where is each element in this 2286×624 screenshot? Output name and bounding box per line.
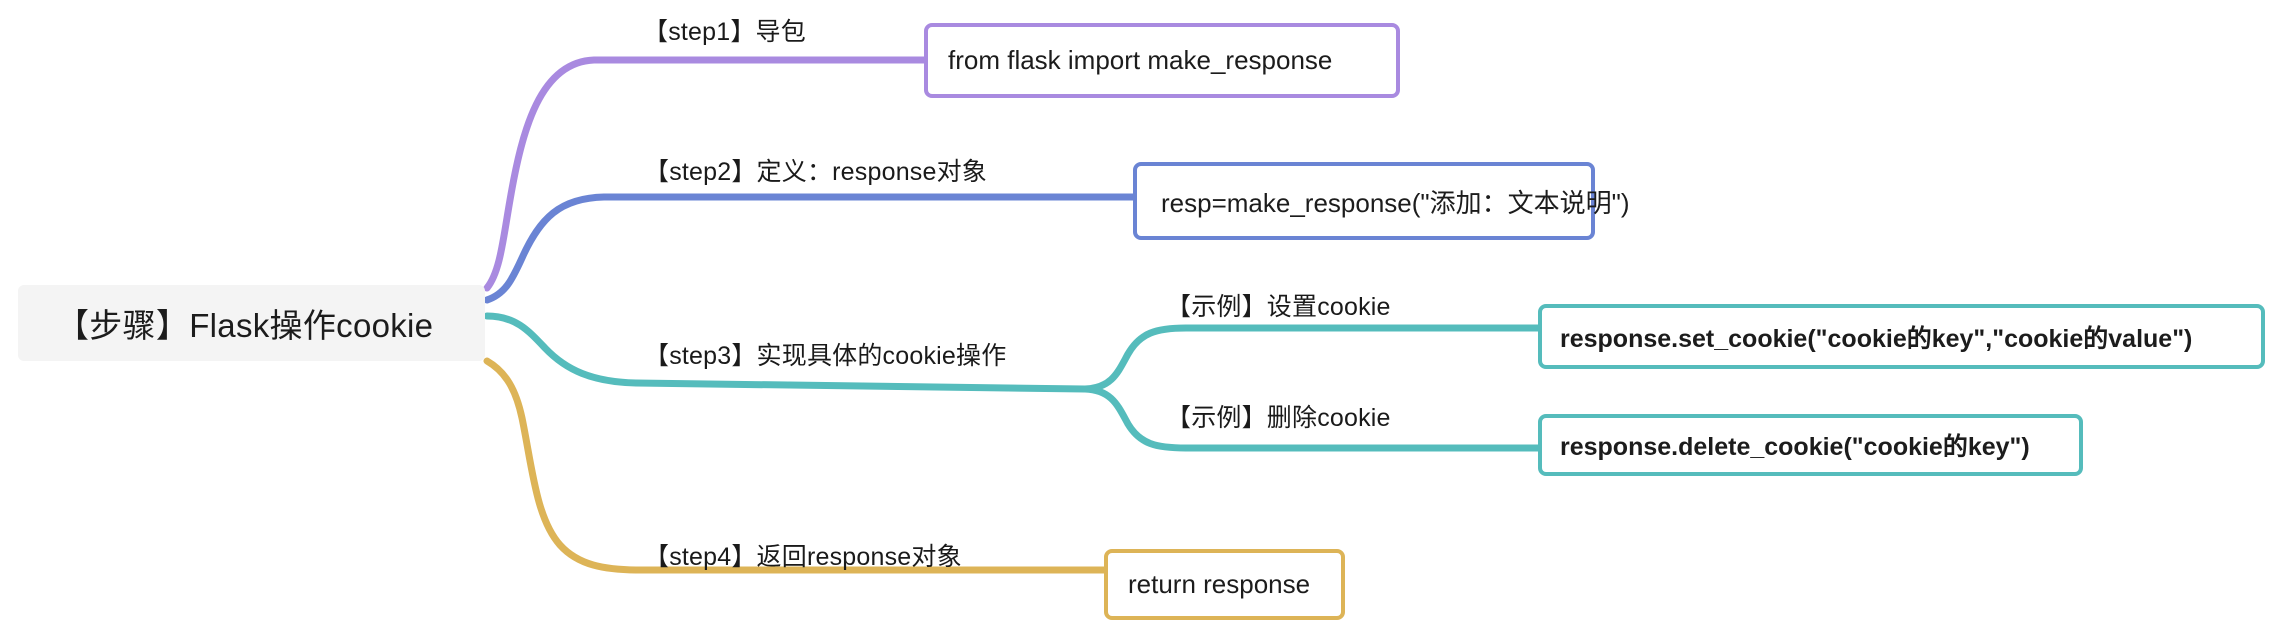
branch-label-step3[interactable]: 【step3】实现具体的cookie操作 (644, 342, 1007, 370)
branch-label-step1[interactable]: 【step1】导包 (643, 18, 806, 46)
code-box-step1-text: from flask import make_response (948, 45, 1333, 75)
code-box-step4[interactable]: return response (1104, 549, 1345, 620)
code-box-step1[interactable]: from flask import make_response (924, 23, 1400, 98)
code-box-set-cookie-text: response.set_cookie("cookie的key","cookie… (1560, 324, 2193, 353)
code-box-step2[interactable]: resp=make_response("添加：文本说明") (1133, 162, 1630, 240)
branch-label-step2[interactable]: 【step2】定义：response对象 (644, 158, 988, 186)
connector-example-set (1081, 324, 1542, 393)
code-box-step2-text: resp=make_response("添加：文本说明") (1161, 187, 1630, 218)
code-box-delete-cookie-text: response.delete_cookie("cookie的key") (1560, 433, 2030, 461)
branch-label-step4[interactable]: 【step4】返回response对象 (644, 543, 962, 571)
code-box-delete-cookie[interactable]: response.delete_cookie("cookie的key") (1538, 414, 2083, 476)
branch-label-example-delete[interactable]: 【示例】删除cookie (1166, 404, 1391, 432)
root-node-label: 【步骤】Flask操作cookie (56, 307, 434, 344)
branch-label-example-set[interactable]: 【示例】设置cookie (1166, 293, 1391, 321)
connector-step2 (483, 193, 1137, 304)
code-box-step4-text: return response (1128, 569, 1311, 599)
root-node[interactable]: 【步骤】Flask操作cookie (18, 285, 485, 361)
code-box-set-cookie[interactable]: response.set_cookie("cookie的key","cookie… (1538, 304, 2265, 369)
